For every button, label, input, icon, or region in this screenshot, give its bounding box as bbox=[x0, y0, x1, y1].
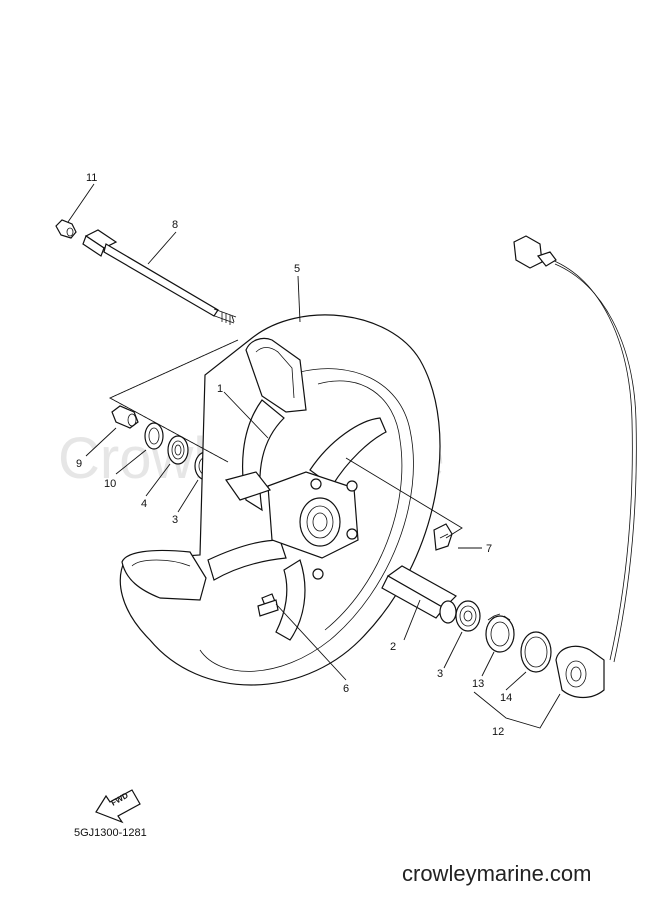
callout-9: 9 bbox=[76, 458, 82, 470]
callout-1: 1 bbox=[217, 383, 223, 395]
callout-8: 8 bbox=[172, 219, 178, 231]
callout-2: 2 bbox=[390, 641, 396, 653]
callout-4: 4 bbox=[141, 498, 147, 510]
callout-11: 11 bbox=[86, 172, 97, 184]
part-13-gear bbox=[485, 613, 515, 653]
callout-5: 5 bbox=[294, 263, 300, 275]
callout-labels: 11 8 5 1 9 10 4 3 7 2 3 13 14 6 12 bbox=[76, 172, 512, 738]
part-4-bearing bbox=[167, 435, 189, 465]
part-12-speedo-gear-unit bbox=[513, 235, 637, 699]
fwd-arrow-icon: FWD bbox=[95, 789, 141, 824]
callout-7: 7 bbox=[486, 543, 492, 555]
callout-10: 10 bbox=[104, 478, 116, 490]
diagram-code: 5GJ1300-1281 bbox=[74, 827, 147, 839]
callout-14: 14 bbox=[500, 692, 512, 704]
part-10-oil-seal bbox=[144, 422, 164, 450]
part-2-spacer bbox=[381, 565, 457, 624]
part-3-bearing-right bbox=[455, 600, 481, 632]
part-7-clip bbox=[433, 523, 453, 551]
callout-13: 13 bbox=[472, 678, 484, 690]
part-9-collar bbox=[111, 405, 139, 429]
leader-lines bbox=[67, 183, 561, 729]
callout-3-right: 3 bbox=[437, 668, 443, 680]
callout-3-left: 3 bbox=[172, 514, 178, 526]
part-14-seal bbox=[520, 631, 552, 673]
footer-url: crowleymarine.com bbox=[402, 861, 592, 886]
part-8-axle bbox=[82, 229, 237, 325]
callout-12: 12 bbox=[492, 726, 504, 738]
callout-6: 6 bbox=[343, 683, 349, 695]
part-11-nut bbox=[55, 219, 77, 239]
part-5-wheel bbox=[119, 314, 441, 686]
